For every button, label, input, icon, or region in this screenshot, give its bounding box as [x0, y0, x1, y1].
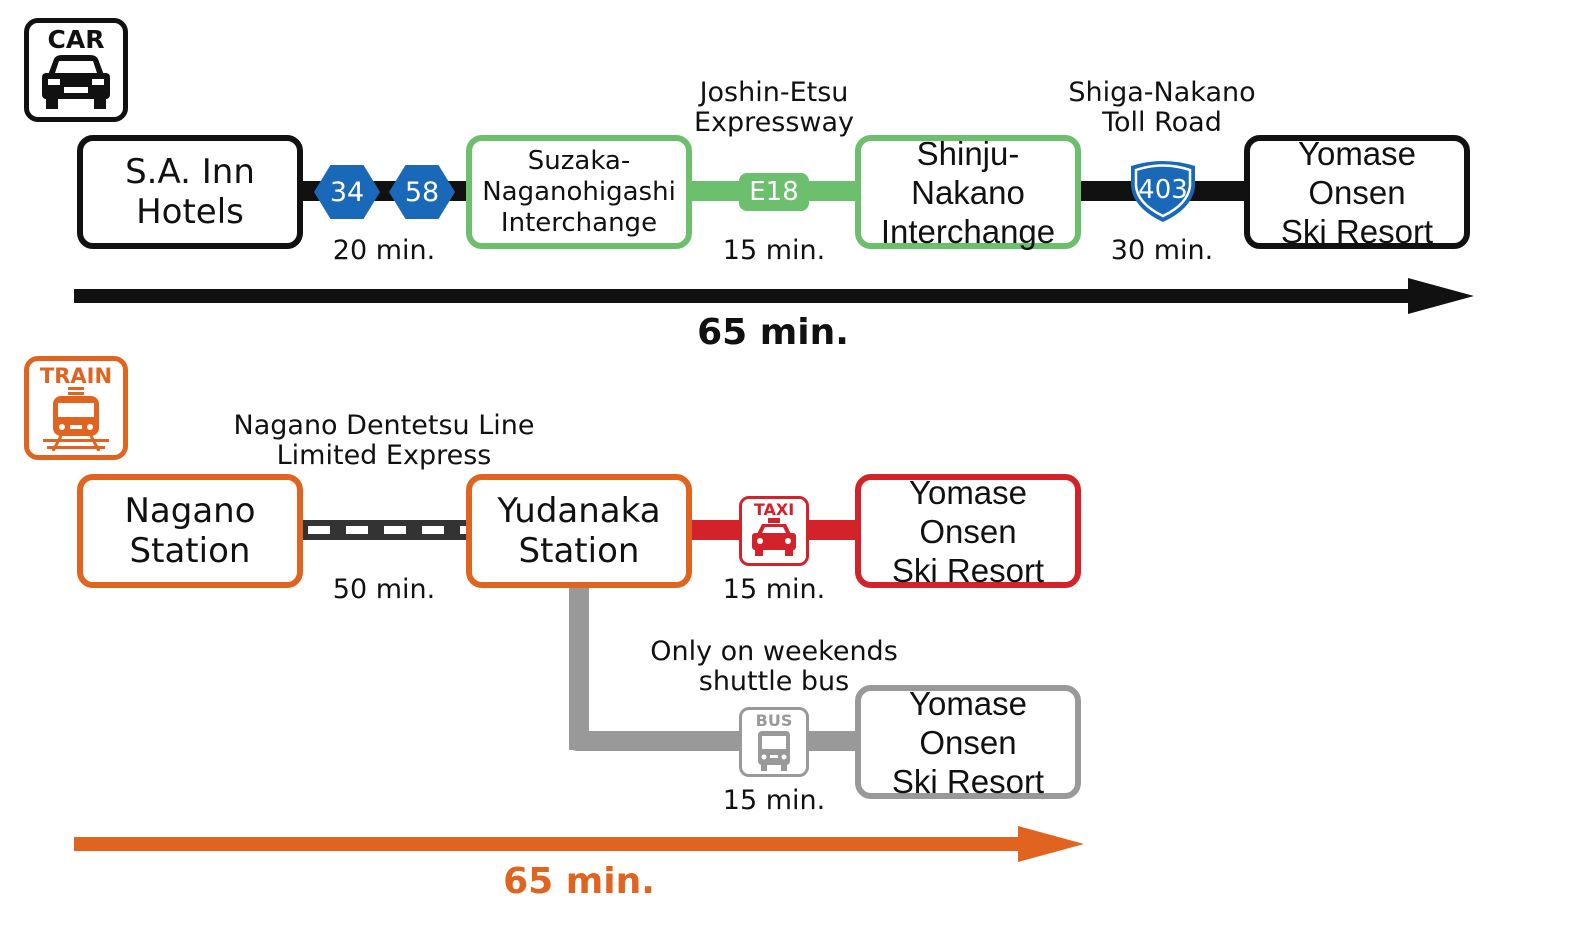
- rail-line-ties: [300, 526, 468, 534]
- car-mode-icon: CAR: [24, 18, 128, 122]
- bus-vehicle-icon: [758, 731, 790, 771]
- expressway-label-line2: Expressway: [693, 107, 855, 138]
- train-start-box: Nagano Station: [77, 474, 303, 588]
- toll-road-label: Shiga-Nakano Toll Road: [1042, 78, 1282, 138]
- car-total-time: 65 min.: [697, 312, 849, 353]
- expressway-label: Joshin-Etsu Expressway: [654, 78, 894, 138]
- interchange1-line1: Suzaka-: [527, 145, 631, 176]
- bus-destination-box: Yomase Onsen Ski Resort: [855, 684, 1081, 800]
- rail-line-label-line1: Nagano Dentetsu Line: [233, 410, 535, 441]
- bus-destination-line1: Yomase Onsen: [908, 684, 1028, 761]
- bus-icon-label: BUS: [755, 711, 793, 730]
- car-destination-line2: Ski Resort: [1280, 212, 1434, 250]
- car-seg3-time: 30 min.: [1110, 235, 1214, 266]
- car-start-line2: Hotels: [136, 192, 244, 232]
- interchange2-line1: Shinju-Nakano: [911, 134, 1025, 211]
- train-mode-label: TRAIN: [39, 364, 113, 388]
- car-seg2-time: 15 min.: [722, 235, 826, 266]
- toll-road-label-line1: Shiga-Nakano: [1068, 77, 1256, 108]
- taxi-destination-box: Yomase Onsen Ski Resort: [855, 473, 1081, 589]
- train-mode-icon: TRAIN: [24, 356, 128, 460]
- expressway-label-line1: Joshin-Etsu: [699, 77, 849, 108]
- bus-note-line1: Only on weekends: [650, 636, 898, 667]
- car-total-arrow: [74, 278, 1474, 314]
- bus-destination-line2: Ski Resort: [891, 762, 1045, 800]
- taxi-car-icon: [752, 518, 796, 556]
- bus-time: 15 min.: [722, 785, 826, 816]
- bus-note: Only on weekends shuttle bus: [634, 637, 914, 697]
- taxi-icon-label: TAXI: [753, 500, 795, 519]
- train-total-arrow: [74, 826, 1084, 862]
- route-badge-34: 34: [314, 165, 380, 219]
- interchange2-box: Shinju-Nakano Interchange: [855, 134, 1081, 250]
- bus-note-line2: shuttle bus: [698, 666, 850, 697]
- train-start-line2: Station: [129, 531, 251, 571]
- taxi-icon: TAXI: [739, 496, 809, 566]
- transfer-station-box: Yudanaka Station: [466, 474, 692, 588]
- expressway-badge: E18: [739, 173, 809, 211]
- rail-line-label: Nagano Dentetsu Line Limited Express: [204, 411, 564, 471]
- interchange1-line3: Interchange: [500, 207, 658, 238]
- car-icon: [42, 55, 110, 109]
- rail-line-label-line2: Limited Express: [276, 440, 492, 471]
- train-total-time: 65 min.: [503, 861, 655, 902]
- transfer-line1: Yudanaka: [497, 490, 661, 531]
- car-start-box: S.A. Inn Hotels: [77, 135, 303, 249]
- interchange2-line2: Interchange: [880, 212, 1056, 250]
- route-shield-403-icon: [1131, 161, 1195, 222]
- bus-line-horizontal: [569, 731, 859, 751]
- route-shield-403-label: 403: [1138, 175, 1188, 205]
- toll-road-label-line2: Toll Road: [1102, 107, 1222, 138]
- car-destination-box: Yomase Onsen Ski Resort: [1244, 134, 1470, 250]
- car-start-line1: S.A. Inn: [125, 151, 255, 192]
- car-destination-line1: Yomase Onsen: [1297, 134, 1417, 211]
- bus-line-vertical: [569, 584, 589, 750]
- car-seg1-time: 20 min.: [332, 235, 436, 266]
- bus-icon: BUS: [739, 707, 809, 777]
- taxi-destination-line1: Yomase Onsen: [908, 473, 1028, 550]
- car-mode-label: CAR: [47, 25, 105, 54]
- taxi-time: 15 min.: [722, 574, 826, 605]
- interchange1-line2: Naganohigashi: [482, 176, 676, 207]
- train-icon: [43, 387, 109, 451]
- train-start-line1: Nagano: [124, 490, 256, 531]
- transfer-line2: Station: [518, 531, 640, 571]
- train-seg1-time: 50 min.: [332, 574, 436, 605]
- route-badge-58: 58: [389, 165, 455, 219]
- taxi-destination-line2: Ski Resort: [891, 551, 1045, 589]
- interchange1-box: Suzaka- Naganohigashi Interchange: [466, 135, 692, 249]
